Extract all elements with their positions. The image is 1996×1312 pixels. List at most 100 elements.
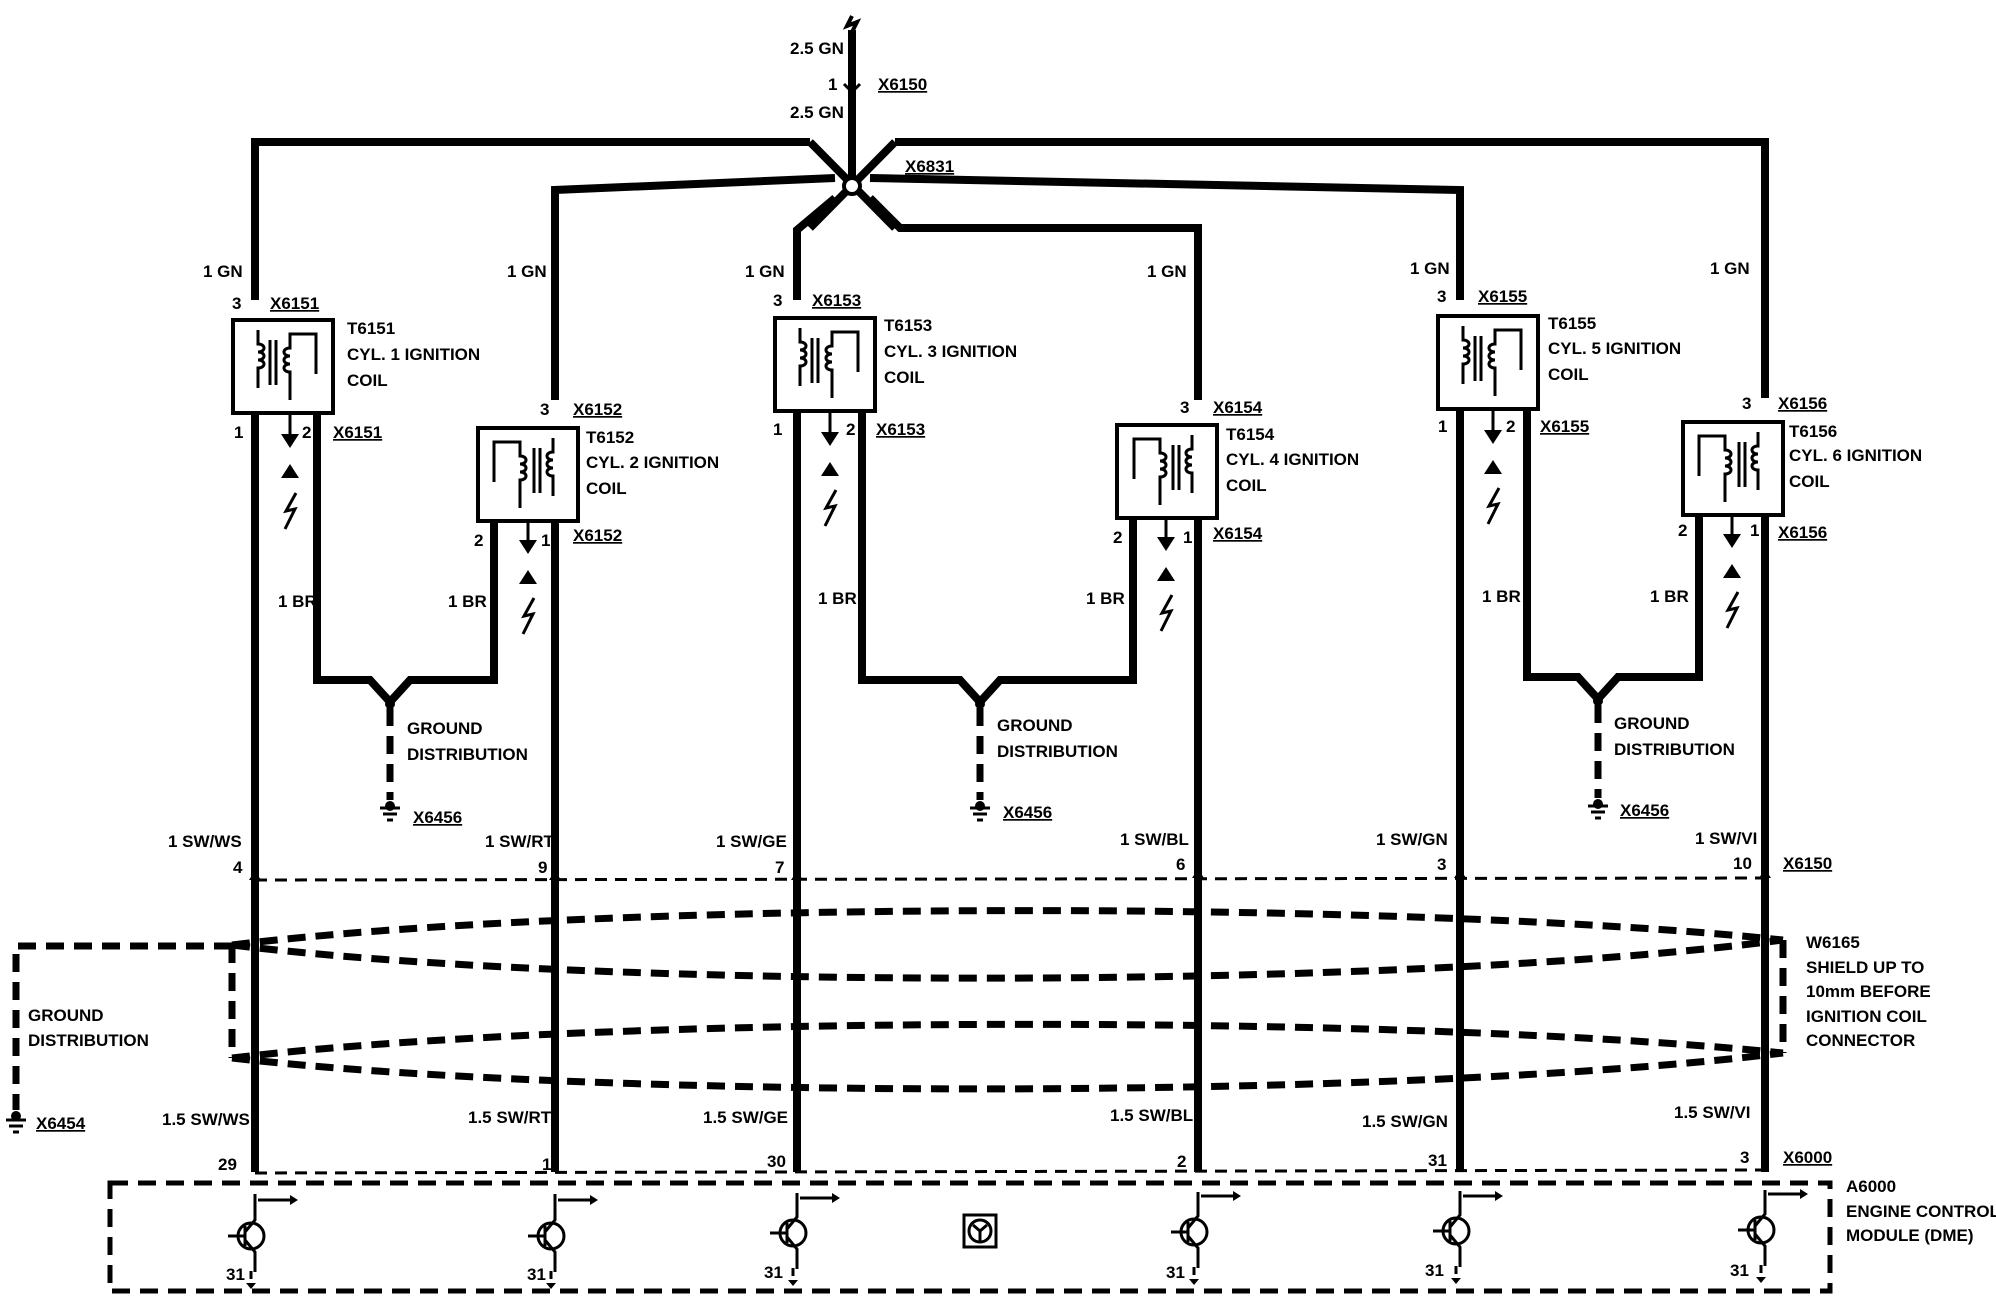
driver-transistor-4: 31 — [1166, 1191, 1241, 1285]
coil-cyl-1: 1 GN 3 X6151 T6151 CYL. 1 IGNITION COIL … — [203, 262, 480, 1172]
supply-connector-label: X6150 — [878, 75, 927, 94]
harness-connector-row: 1 SW/WS 4 1 SW/RT 9 1 SW/GE 7 1 SW/BL 6 … — [168, 829, 1832, 882]
splice-node — [842, 176, 862, 196]
coil-1-conn-out: X6151 — [333, 423, 382, 442]
supply-feed: 2.5 GN 1 X6150 2.5 GN X6831 — [790, 15, 954, 180]
shield-note-line2: 10mm BEFORE — [1806, 982, 1931, 1001]
coil-2-pin-in: 3 — [540, 400, 549, 419]
coil-3-signal-wire: 1 SW/GE — [716, 832, 787, 851]
coil-5-conn-in: X6155 — [1478, 287, 1527, 306]
shield-w6165: GROUND DISTRIBUTION X6454 W6165 SHIELD U… — [6, 907, 1931, 1134]
ecm-connector-row: 1.5 SW/WS 29 1.5 SW/RT 1 1.5 SW/GE 30 1.… — [162, 1103, 1832, 1175]
coil-cyl-4: 1 GN 3 X6154 T6154 CYL. 4 IGNITION COIL … — [977, 262, 1359, 1172]
coil-cyl-5: 1 GN 3 X6155 T6155 CYL. 5 IGNITION COIL … — [1410, 259, 1681, 1172]
shield-ground-label-line2: DISTRIBUTION — [28, 1031, 149, 1050]
shield-note-line4: CONNECTOR — [1806, 1031, 1915, 1050]
coil-2-shield-wire: 1.5 SW/RT — [468, 1108, 552, 1127]
coil-2-gnd-wire: 1 BR — [448, 592, 487, 611]
driver-4-gnd-pin: 31 — [1166, 1263, 1185, 1282]
coil-1-name-line2: COIL — [347, 371, 388, 390]
coil-6-wire-in: 1 GN — [1710, 259, 1750, 278]
coil-2-wire-in: 1 GN — [507, 262, 547, 281]
coil-1-harness-pin: 4 — [233, 858, 243, 877]
coil-cyl-6: 1 GN 3 X6156 T6156 CYL. 6 IGNITION COIL … — [1595, 259, 1922, 1172]
driver-transistor-5: 31 — [1425, 1191, 1503, 1284]
coil-3-pin-out: 1 — [773, 420, 782, 439]
coil-2-pin-out: 1 — [541, 531, 550, 550]
coil-3-harness-pin: 7 — [775, 858, 784, 877]
coil-6-name-line2: COIL — [1789, 472, 1830, 491]
transformer-icon — [492, 438, 555, 508]
coil-4-wire-in: 1 GN — [1147, 262, 1187, 281]
supply-pin: 1 — [828, 75, 837, 94]
transformer-icon — [1697, 432, 1760, 502]
coil-5-pin-out: 1 — [1438, 417, 1447, 436]
spark-icon — [519, 521, 537, 635]
spark-icon — [281, 413, 299, 530]
shield-id: W6165 — [1806, 933, 1860, 952]
transformer-icon — [256, 330, 318, 400]
ground-1-label-line2: DISTRIBUTION — [407, 745, 528, 764]
coil-1-ecm-pin: 29 — [218, 1155, 237, 1174]
coil-cyl-3: 1 GN 3 X6153 T6153 CYL. 3 IGNITION COIL … — [745, 262, 1017, 1172]
driver-transistor-3: 31 — [764, 1193, 840, 1286]
driver-5-gnd-pin: 31 — [1425, 1261, 1444, 1280]
coil-4-name-line1: CYL. 4 IGNITION — [1226, 450, 1359, 469]
coil-5-shield-wire: 1.5 SW/GN — [1362, 1112, 1448, 1131]
ground-2-connector: X6456 — [1003, 803, 1052, 822]
shield-note-line3: IGNITION COIL — [1806, 1007, 1927, 1026]
coil-5-pin-gnd: 2 — [1506, 417, 1515, 436]
coil-1-shield-wire: 1.5 SW/WS — [162, 1110, 250, 1129]
coil-5-name-line1: CYL. 5 IGNITION — [1548, 339, 1681, 358]
coil-6-pin-out: 1 — [1750, 521, 1759, 540]
coil-2-signal-wire: 1 SW/RT — [485, 832, 555, 851]
coil-5-name-line2: COIL — [1548, 365, 1589, 384]
coil-1-pin-out: 1 — [234, 423, 243, 442]
splice-connector-label: X6831 — [905, 157, 954, 176]
coil-cyl-2: 1 GN 3 X6152 T6152 CYL. 2 IGNITION COIL … — [387, 262, 719, 1172]
coil-3-ecm-pin: 30 — [767, 1152, 786, 1171]
shield-ground-connector: X6454 — [36, 1114, 86, 1133]
ground-distribution-3: GROUND DISTRIBUTION X6456 — [1588, 696, 1735, 820]
coil-2-conn-in: X6152 — [573, 400, 622, 419]
driver-6-gnd-pin: 31 — [1730, 1261, 1749, 1280]
coil-6-shield-wire: 1.5 SW/VI — [1674, 1103, 1751, 1122]
ground-distribution-1: GROUND DISTRIBUTION X6456 — [380, 699, 528, 827]
coil-1-wire-in: 1 GN — [203, 262, 243, 281]
coil-4-pin-in: 3 — [1180, 398, 1189, 417]
splice-branches — [251, 138, 1769, 400]
shield-note-line1: SHIELD UP TO — [1806, 958, 1924, 977]
coil-1-signal-wire: 1 SW/WS — [168, 832, 242, 851]
coil-5-conn-out: X6155 — [1540, 417, 1589, 436]
driver-2-gnd-pin: 31 — [527, 1265, 546, 1284]
spark-icon — [1157, 518, 1175, 632]
coil-3-id: T6153 — [884, 316, 932, 335]
coil-1-pin-gnd: 2 — [302, 423, 311, 442]
harness-connector-label: X6150 — [1783, 854, 1832, 873]
coil-4-gnd-wire: 1 BR — [1086, 589, 1125, 608]
coil-5-id: T6155 — [1548, 314, 1596, 333]
coil-6-id: T6156 — [1789, 422, 1837, 441]
coil-3-pin-gnd: 2 — [846, 420, 855, 439]
driver-transistor-2: 31 — [527, 1194, 598, 1289]
coil-3-gnd-wire: 1 BR — [818, 589, 857, 608]
coil-2-pin-gnd: 2 — [474, 531, 483, 550]
coil-4-name-line2: COIL — [1226, 476, 1267, 495]
coil-1-name-line1: CYL. 1 IGNITION — [347, 345, 480, 364]
shield-ground-label-line1: GROUND — [28, 1006, 104, 1025]
ecm-name-line2: MODULE (DME) — [1846, 1226, 1973, 1245]
coil-6-conn-in: X6156 — [1778, 394, 1827, 413]
coil-6-pin-gnd: 2 — [1678, 521, 1687, 540]
ecm-module-box — [107, 1180, 1833, 1294]
ecm-id: A6000 — [1846, 1177, 1896, 1196]
spark-icon — [1723, 515, 1741, 629]
coil-6-ecm-pin: 3 — [1740, 1148, 1749, 1167]
coil-5-signal-wire: 1 SW/GN — [1376, 830, 1448, 849]
spark-icon — [821, 411, 839, 527]
coil-6-conn-out: X6156 — [1778, 523, 1827, 542]
coil-2-id: T6152 — [586, 428, 634, 447]
ground-3-connector: X6456 — [1620, 801, 1669, 820]
ecm-symbol-icon — [962, 1213, 998, 1249]
coil-1-pin-in: 3 — [232, 294, 241, 313]
